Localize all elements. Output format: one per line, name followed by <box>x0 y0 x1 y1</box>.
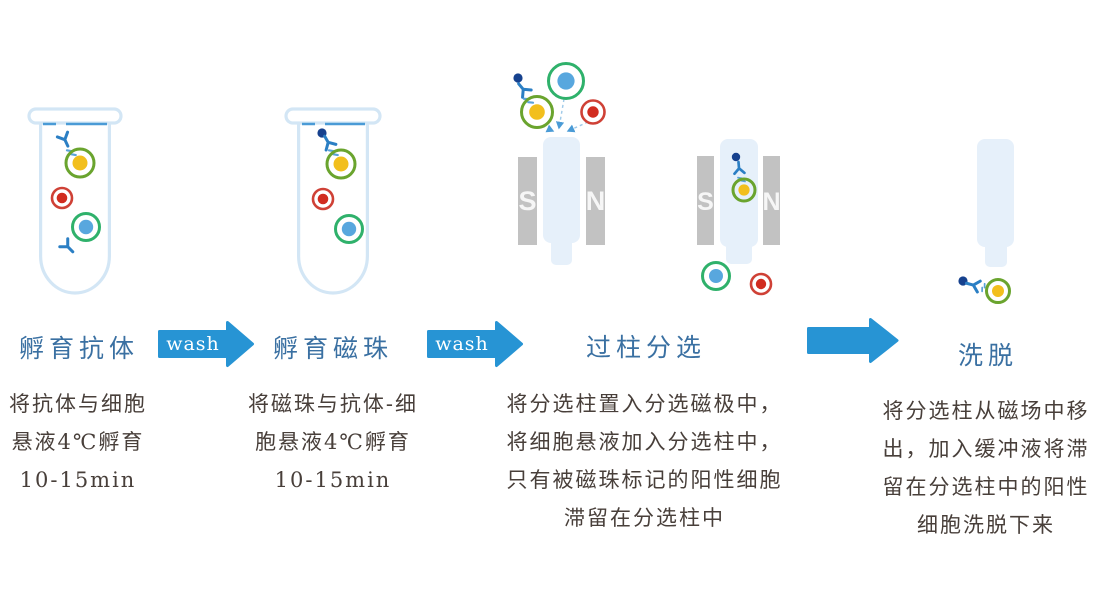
description-line: 将分选柱从磁场中移 <box>882 399 1090 423</box>
negative-cell-blue-icon <box>71 212 101 242</box>
column-tip <box>551 238 572 265</box>
wash-arrow-icon <box>427 321 523 367</box>
step-title-elution: 洗脱 <box>957 341 1018 370</box>
column-tip <box>985 242 1007 267</box>
tube-body <box>297 120 369 295</box>
magnet-south-label: S <box>518 186 536 216</box>
step-title-column-sorting: 过柱分选 <box>585 333 706 362</box>
tube-rim <box>27 107 123 125</box>
magnetic-bead-icon <box>731 152 741 162</box>
description-line: 将分选柱置入分选磁极中， <box>506 392 783 416</box>
description-line: 10-15min <box>274 468 392 492</box>
column-body <box>543 137 580 243</box>
magnet-south <box>518 157 537 245</box>
step-title-incubate-beads: 孵育磁珠 <box>272 334 393 363</box>
description-line: 滞留在分选柱中 <box>564 506 725 530</box>
wash-label: wash <box>166 333 220 355</box>
positive-cell-icon <box>64 147 96 179</box>
negative-cell-blue-icon <box>547 62 585 100</box>
description-line: 细胞洗脱下来 <box>917 513 1055 537</box>
negative-cell-red-icon <box>749 272 773 296</box>
step-title-incubate-antibody: 孵育抗体 <box>18 334 139 363</box>
flow-arrow-icon <box>807 318 899 363</box>
negative-cell-blue-icon <box>701 261 731 291</box>
step-description: 将磁珠与抗体-细 胞悬液4℃孵育 10-15min <box>243 385 423 499</box>
positive-cell-icon <box>985 278 1011 304</box>
step-description: 将抗体与细胞 悬液4℃孵育 10-15min <box>0 385 156 499</box>
positive-cell-icon <box>520 95 554 129</box>
wash-label: wash <box>435 333 489 355</box>
description-line: 只有被磁珠标记的阳性细胞 <box>506 468 783 492</box>
magnet-south-label: S <box>697 188 714 216</box>
tube-rim <box>284 107 382 125</box>
positive-cell-icon <box>325 148 357 180</box>
magnet-north-label: N <box>762 188 780 216</box>
magnet-north <box>586 157 605 245</box>
separation-column-retention: S N <box>697 139 781 296</box>
description-line: 将抗体与细胞 <box>9 392 147 416</box>
negative-cell-red-icon <box>580 99 606 125</box>
description-line: 将磁珠与抗体-细 <box>247 392 419 416</box>
test-tube-antibody-incubation <box>27 107 123 295</box>
separation-column-loading: S N <box>512 62 606 265</box>
column-body <box>720 139 758 247</box>
flow-line <box>566 121 589 133</box>
test-tube-bead-incubation <box>284 107 382 295</box>
magnet-south <box>697 156 714 245</box>
elution-column <box>958 139 1014 304</box>
magnet-north-label: N <box>586 186 606 216</box>
description-line: 将细胞悬液加入分选柱中， <box>506 430 783 454</box>
negative-cell-red-icon <box>50 186 74 210</box>
column-body <box>977 139 1014 247</box>
tube-body <box>39 120 111 295</box>
positive-cell-icon <box>731 177 757 203</box>
step-description: 将分选柱从磁场中移 出，加入缓冲液将滞 留在分选柱中的阳性 细胞洗脱下来 <box>866 392 1102 544</box>
description-line: 胞悬液4℃孵育 <box>255 430 411 454</box>
description-line: 留在分选柱中的阳性 <box>882 475 1090 499</box>
column-tip <box>726 242 752 264</box>
description-line: 悬液4℃孵育 <box>11 430 145 454</box>
negative-cell-red-icon <box>311 187 335 211</box>
flow-line <box>555 98 565 130</box>
description-line: 10-15min <box>19 468 137 492</box>
description-line: 出，加入缓冲液将滞 <box>882 437 1090 461</box>
magnetic-bead-icon <box>513 73 523 83</box>
negative-cell-blue-icon <box>334 214 364 244</box>
wash-arrow-icon <box>158 321 254 367</box>
antibody-icon <box>512 78 533 99</box>
magnet-north <box>763 156 780 245</box>
step-description: 将分选柱置入分选磁极中， 将细胞悬液加入分选柱中， 只有被磁珠标记的阳性细胞 滞… <box>482 385 807 537</box>
